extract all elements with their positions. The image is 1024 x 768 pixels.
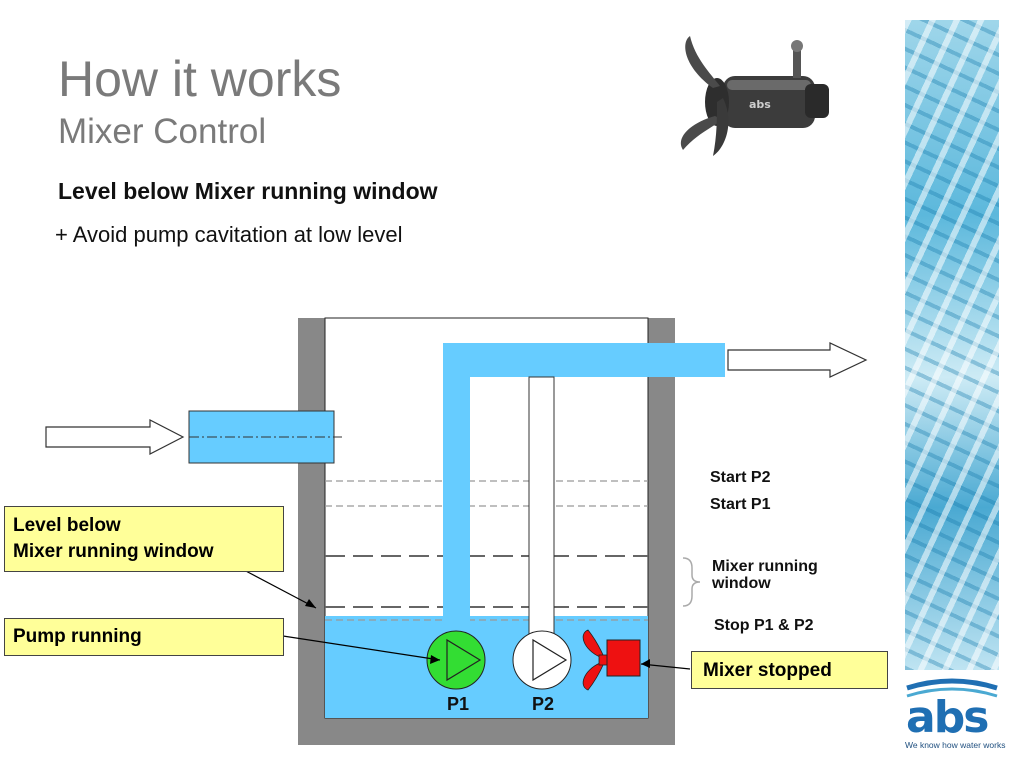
brand-tagline: We know how water works bbox=[905, 740, 1006, 750]
callout-pump-running: Pump running bbox=[4, 618, 284, 656]
logo-wave-icon bbox=[906, 678, 998, 698]
label-start-p1: Start P1 bbox=[710, 496, 771, 513]
tank-bottom-wall bbox=[298, 718, 675, 745]
mixer-window-brace bbox=[682, 557, 701, 607]
mixer-body-icon bbox=[606, 639, 641, 677]
slide-subtitle: Mixer Control bbox=[58, 112, 267, 151]
discharge-header-pipe bbox=[443, 343, 725, 377]
p2-riser-pipe bbox=[528, 376, 555, 636]
inlet-arrow bbox=[45, 419, 185, 455]
tank-right-wall bbox=[648, 318, 675, 745]
callout-mixer-stopped: Mixer stopped bbox=[691, 651, 888, 689]
submersible-mixer-image: abs bbox=[680, 36, 829, 156]
p1-riser-pipe bbox=[443, 343, 470, 635]
label-pump-p1: P1 bbox=[447, 694, 470, 714]
water-decoration-image bbox=[905, 20, 999, 670]
callout-level-below-line2: Mixer running window bbox=[13, 540, 214, 562]
brand-logo: abs bbox=[906, 692, 989, 743]
pump-p1-icon bbox=[426, 630, 486, 690]
callout-level-below-line1: Level below bbox=[13, 515, 121, 536]
slide-title: How it works bbox=[58, 51, 342, 107]
outlet-arrow bbox=[727, 342, 868, 378]
label-mixer-window-line1: Mixer running bbox=[712, 558, 818, 575]
label-stop: Stop P1 & P2 bbox=[714, 617, 814, 634]
bullet-point: + Avoid pump cavitation at low level bbox=[55, 222, 403, 247]
mixer-blade-bottom bbox=[582, 662, 605, 691]
mixer-blade-top bbox=[582, 629, 605, 658]
callout-level-below: Level below Mixer running window bbox=[4, 506, 284, 572]
tank-left-wall bbox=[298, 318, 325, 745]
label-start-p2: Start P2 bbox=[710, 469, 771, 486]
label-mixer-window-line2: window bbox=[712, 575, 771, 592]
svg-text:abs: abs bbox=[749, 98, 771, 111]
section-heading: Level below Mixer running window bbox=[58, 178, 438, 204]
pump-p2-icon bbox=[512, 630, 572, 690]
label-pump-p2: P2 bbox=[532, 694, 555, 714]
